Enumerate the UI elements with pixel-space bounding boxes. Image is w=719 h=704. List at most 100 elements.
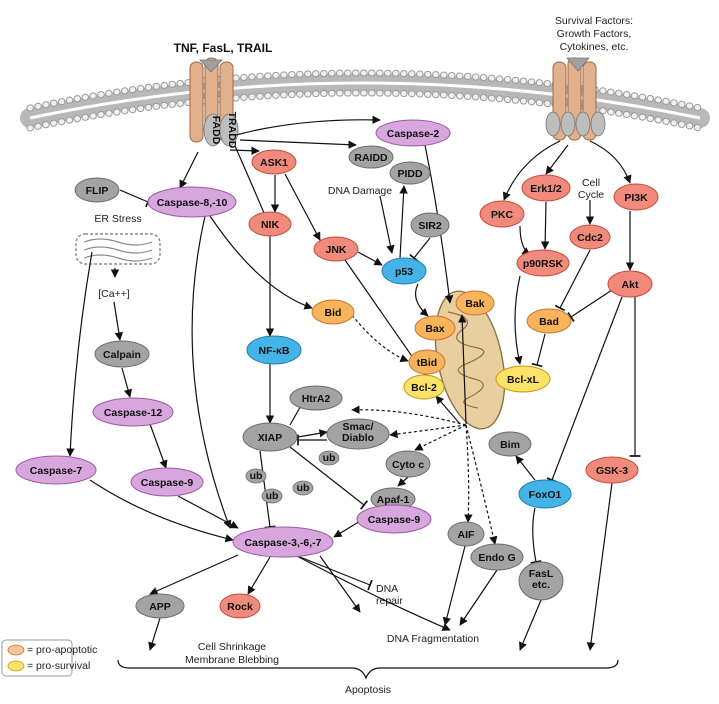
node-sir2-label: SIR2 <box>418 220 442 232</box>
er-stress-organelle: ER Stress [Ca++] <box>75 213 161 300</box>
node-bclxl-shape <box>495 365 551 393</box>
node-app: APP <box>135 593 185 619</box>
node-rock: Rock <box>219 593 261 619</box>
pathway-edge <box>540 201 550 250</box>
node-caspase12-label: Caspase-12 <box>104 407 163 419</box>
node-tbid: tBid <box>408 349 446 375</box>
node-p53: p53 <box>381 257 427 285</box>
node-pidd-label: PIDD <box>397 168 423 180</box>
node-caspase9a: Caspase-9 <box>130 467 204 497</box>
pathway-edge <box>545 144 569 175</box>
survival-receptor: Survival Factors: Growth Factors, Cytoki… <box>545 15 633 141</box>
cell-cycle-label-1: Cell <box>582 177 600 189</box>
pathway-edge <box>297 429 328 438</box>
node-caspase810: Caspase-8,-10 <box>147 186 237 218</box>
ubiquitin-label: ub <box>297 482 310 494</box>
pathway-edge <box>294 554 451 631</box>
legend-pro-survival-label: = pro-survival <box>27 660 90 672</box>
pathway-edge <box>458 314 467 425</box>
node-bak-label: Bak <box>465 298 484 310</box>
node-pkc: PKC <box>479 200 525 228</box>
node-flip-shape <box>74 177 120 203</box>
tradd-label: TRADD <box>226 112 238 149</box>
pathway-edge <box>589 140 632 184</box>
node-calpain-label: Calpain <box>103 349 141 361</box>
node-bid-label: Bid <box>325 307 342 319</box>
node-nik-shape <box>248 211 292 237</box>
node-bim-shape <box>488 431 532 457</box>
pathway-edge <box>514 275 523 365</box>
pathway-edge <box>229 146 260 155</box>
node-bcl2: Bcl-2 <box>403 374 445 400</box>
pathway-edge <box>415 283 429 317</box>
node-gsk3-shape <box>585 456 639 484</box>
node-raidd-shape <box>348 145 394 169</box>
pathway-edge <box>567 289 613 322</box>
node-pidd: PIDD <box>389 161 431 185</box>
pathway-edge <box>119 189 151 208</box>
pathway-edge <box>459 569 498 626</box>
node-endog: Endo G <box>470 543 524 571</box>
pathway-edge <box>519 599 542 651</box>
pathway-edge <box>239 139 357 149</box>
node-smac: Smac/Diablo <box>326 418 390 450</box>
pathway-edge <box>209 215 313 310</box>
cytokines-label: Cytokines, etc. <box>560 41 629 53</box>
node-erk12-shape <box>521 174 571 202</box>
node-tbid-label: tBid <box>417 357 437 369</box>
node-rock-label: Rock <box>227 601 253 613</box>
node-bak-shape <box>455 290 495 316</box>
node-jnk-label: JNK <box>325 244 346 256</box>
pathway-edge <box>464 424 473 523</box>
node-bax-label: Bax <box>425 323 444 335</box>
node-cdc2: Cdc2 <box>569 224 611 250</box>
growth-factor-icon <box>566 57 590 72</box>
node-caspase2-shape <box>375 119 451 147</box>
node-p90rsk-shape <box>516 249 570 277</box>
node-foxo1-shape <box>518 479 572 509</box>
ubiquitin-label: ub <box>323 452 336 464</box>
node-pi3k: PI3K <box>613 183 659 211</box>
cell-membrane <box>20 69 710 132</box>
node-cdc2-shape <box>569 224 611 250</box>
node-bim: Bim <box>488 431 532 457</box>
node-sir2: SIR2 <box>410 212 450 238</box>
node-bid-shape <box>311 299 355 325</box>
node-caspase7-label: Caspase-7 <box>30 465 83 477</box>
fadd-label: FADD <box>210 116 222 145</box>
er-stress-label: ER Stress <box>94 213 141 225</box>
node-caspase367-label: Caspase-3,-6,-7 <box>244 537 321 549</box>
node-erk12: Erk1/2 <box>521 174 571 202</box>
node-raidd: RAIDD <box>348 145 394 169</box>
node-pidd-shape <box>389 161 431 185</box>
pathway-edge <box>235 115 381 136</box>
dna-repair-label-1: DNA <box>376 583 398 595</box>
ligand-icon <box>199 59 223 73</box>
pathway-edge <box>442 545 466 626</box>
node-caspase810-label: Caspase-8,-10 <box>157 197 228 209</box>
node-nfkb-shape <box>246 335 302 365</box>
pathway-edge <box>177 495 239 529</box>
node-bid: Bid <box>311 299 355 325</box>
node-fasl-shape <box>518 561 564 601</box>
node-gsk3: GSK-3 <box>585 456 639 484</box>
node-tbid-shape <box>408 349 446 375</box>
node-app-shape <box>135 593 185 619</box>
node-xiap-shape <box>242 422 298 452</box>
node-p90rsk-label: p90RSK <box>523 258 564 270</box>
pathway-edge <box>530 507 542 564</box>
node-htra2: HtrA2 <box>289 385 343 411</box>
pathway-edge <box>89 479 234 543</box>
node-xiap-label: XIAP <box>258 432 283 444</box>
node-bcl2-label: Bcl-2 <box>411 382 437 394</box>
dna-damage-label: DNA Damage <box>328 185 392 197</box>
pathway-edge <box>554 249 591 312</box>
ubiquitin-tag <box>245 468 267 484</box>
pathway-edge <box>351 314 409 363</box>
node-ask1: ASK1 <box>251 149 297 175</box>
ubiquitin-label: ub <box>266 490 279 502</box>
node-caspase9b: Caspase-9 <box>356 504 432 534</box>
